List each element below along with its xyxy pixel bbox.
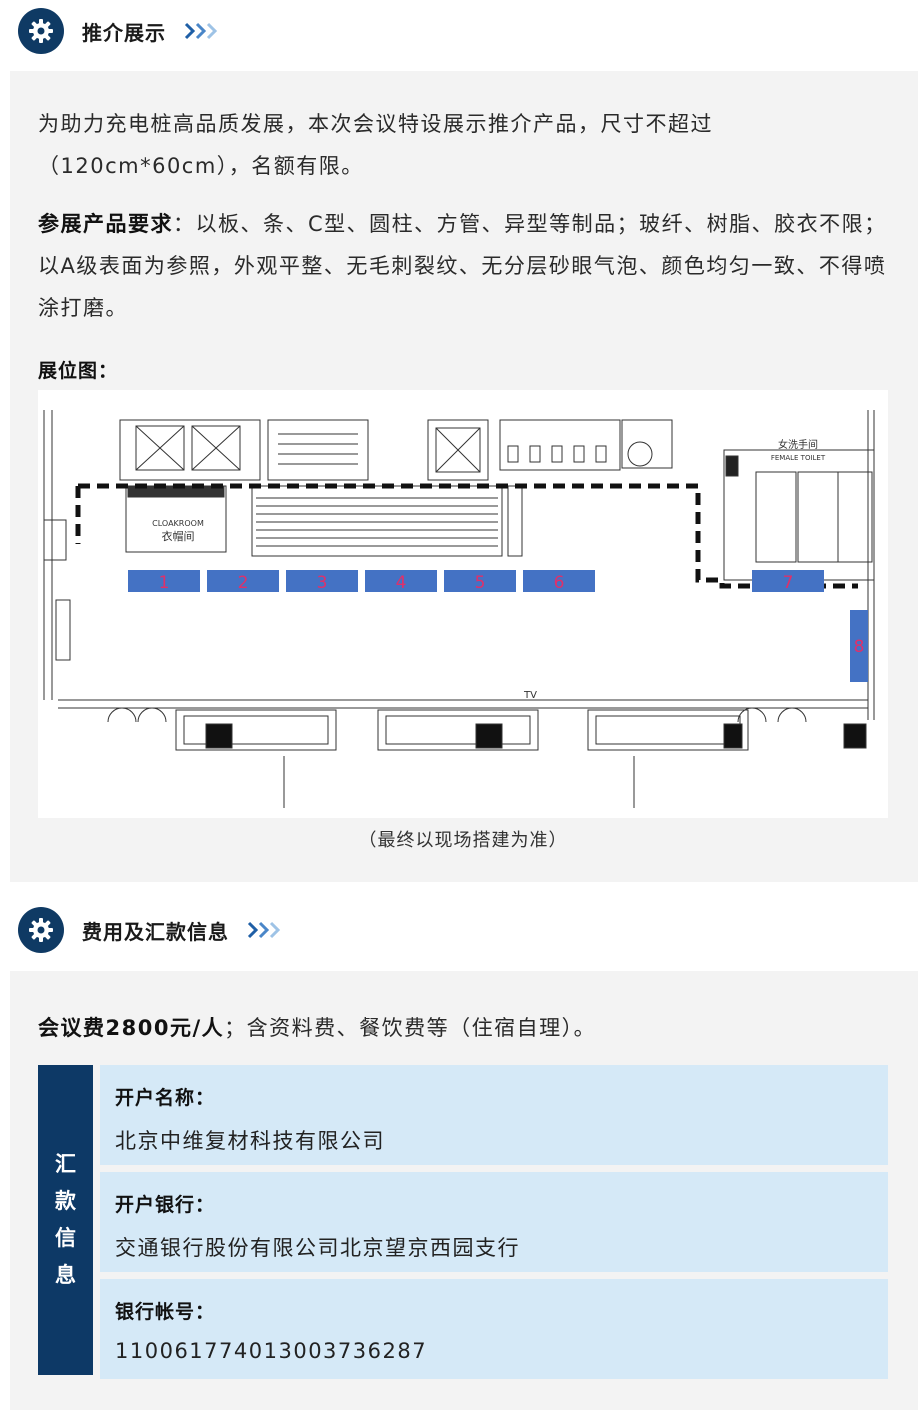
section-header-fees: 费用及汇款信息 [18,907,287,953]
fee-paragraph: 会议费2800元/人；含资料费、餐饮费等（住宿自理）。 [38,1007,894,1049]
account-number-label: 银行帐号： [115,1301,216,1323]
account-number-value: 110061774013003736287 [115,1339,428,1363]
cloakroom-en-label: CLOAKROOM [152,519,204,528]
chevrons-icon [247,920,287,940]
remittance-side-label: 汇 款 信 息 [38,1065,93,1375]
floor-plan-image: 衣帽间 CLOAKROOM 女洗手间 FEMALE TOILET [38,390,888,818]
booth-2[interactable] [207,570,279,592]
side-label-char: 息 [55,1263,76,1287]
booth-6[interactable] [523,570,595,592]
booth-1[interactable] [128,570,200,592]
floor-plan-drawing: 衣帽间 CLOAKROOM 女洗手间 FEMALE TOILET [43,410,875,808]
section-title: 推介展示 [82,20,166,45]
side-label-char: 款 [55,1189,76,1213]
gear-icon [18,8,64,54]
side-label-char: 信 [55,1226,76,1250]
booth-8[interactable] [850,610,868,682]
tv-label: TV [523,690,537,701]
section-title: 费用及汇款信息 [82,919,229,944]
booth-number: 8 [854,637,865,657]
requirements-paragraph: 参展产品要求：以板、条、C型、圆柱、方管、异型等制品；玻纤、树脂、胶衣不限；以A… [38,203,894,329]
account-number-row: 银行帐号： 110061774013003736287 [100,1279,888,1379]
floor-plan-caption: （最终以现场搭建为准） [358,830,568,851]
booth-5[interactable] [444,570,516,592]
cloakroom-cn-label: 衣帽间 [162,529,195,543]
section-header-showcase: 推介展示 [18,8,224,54]
booth-number: 4 [396,573,407,593]
chevrons-icon [184,21,224,41]
intro-paragraph: 为助力充电桩高品质发展，本次会议特设展示推介产品，尺寸不超过（120cm*60c… [38,112,713,178]
requirements-label: 参展产品要求 [38,212,173,236]
booth-number: 7 [783,573,794,593]
booth-number: 5 [475,573,486,593]
requirements-text: ：以板、条、C型、圆柱、方管、异型等制品；玻纤、树脂、胶衣不限；以A级表面为参照… [38,212,887,320]
floor-plan-label: 展位图： [38,360,119,382]
gear-icon [18,907,64,953]
bank-name-value: 交通银行股份有限公司北京望京西园支行 [115,1236,520,1260]
toilet-en-label: FEMALE TOILET [771,454,826,462]
booth-number: 1 [159,573,170,593]
side-label-char: 汇 [55,1152,76,1176]
bank-name-label: 开户银行： [115,1194,216,1216]
booth-number: 2 [238,573,249,593]
account-name-row: 开户名称： 北京中维复材科技有限公司 [100,1065,888,1165]
fee-label: 会议费2800元/人 [38,1016,225,1040]
booth-number: 3 [317,573,328,593]
booth-4[interactable] [365,570,437,592]
account-name-value: 北京中维复材科技有限公司 [115,1129,385,1153]
booth-3[interactable] [286,570,358,592]
booth-number: 6 [554,573,565,593]
fee-text: ；含资料费、餐饮费等（住宿自理）。 [224,1016,597,1040]
toilet-cn-label: 女洗手间 [778,438,818,451]
account-name-label: 开户名称： [115,1087,216,1109]
bank-name-row: 开户银行： 交通银行股份有限公司北京望京西园支行 [100,1172,888,1272]
booth-7[interactable] [752,570,824,592]
